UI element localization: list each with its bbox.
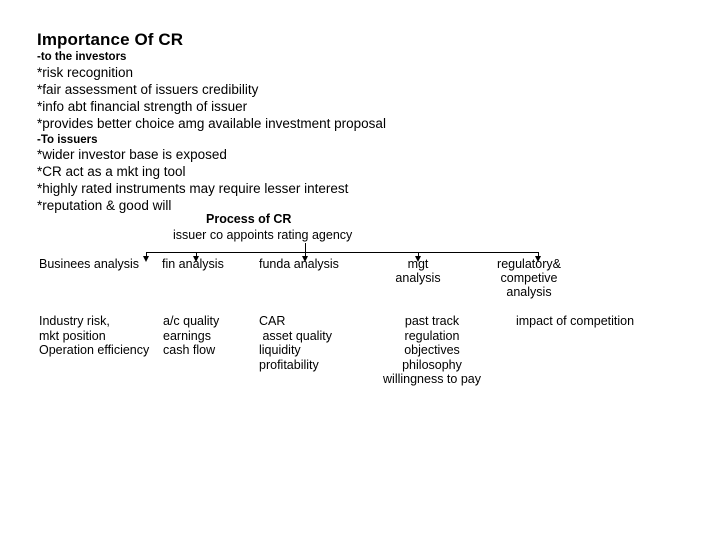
tree-arrow-icon-2 [193, 256, 199, 262]
bullet-info-financial-strength: *info abt financial strength of issuer [37, 99, 248, 114]
bullet-fair-assessment: *fair assessment of issuers credibility [37, 82, 259, 97]
tree-node-label-mgt-analysis: mgt analysis [395, 257, 441, 285]
tree-details-regulatory-analysis: impact of competition [515, 314, 635, 328]
tree-details-mgt-analysis: past track regulation objectives philoso… [383, 314, 481, 386]
tree-details-business-analysis: Industry risk, mkt position Operation ef… [39, 314, 150, 357]
page-title: Importance Of CR [37, 30, 184, 49]
bullet-risk-recognition: *risk recognition [37, 65, 134, 80]
tree-node-label-business-analysis: Businees analysis [39, 257, 140, 271]
tree-details-fin-analysis: a/c quality earnings cash flow [163, 314, 220, 357]
process-root-node: issuer co appoints rating agency [173, 228, 353, 242]
tree-branch-line-5 [538, 252, 539, 258]
process-title: Process of CR [206, 212, 292, 226]
section-heading-issuers: -To issuers [37, 134, 98, 146]
tree-arrow-icon-5 [535, 256, 541, 262]
tree-branch-line-1 [146, 252, 147, 258]
section-heading-investors: -to the investors [37, 51, 127, 63]
tree-node-label-regulatory-analysis: regulatory& competive analysis [497, 257, 561, 299]
bullet-better-choice: *provides better choice amg available in… [37, 116, 386, 131]
tree-node-label-fin-analysis: fin analysis [162, 257, 224, 271]
tree-horizontal-bar [146, 252, 539, 253]
bullet-wider-investor-base: *wider investor base is exposed [37, 147, 227, 162]
tree-details-funda-analysis: CAR asset quality liquidity profitabilit… [259, 314, 332, 372]
bullet-lesser-interest: *highly rated instruments may require le… [37, 181, 349, 196]
tree-arrow-icon-3 [302, 256, 308, 262]
tree-branch-line-3 [305, 252, 306, 258]
bullet-reputation-goodwill: *reputation & good will [37, 198, 172, 213]
tree-branch-line-4 [418, 252, 419, 258]
bullet-marketing-tool: *CR act as a mkt ing tool [37, 164, 186, 179]
tree-arrow-icon-1 [143, 256, 149, 262]
tree-root-stem [305, 243, 306, 253]
tree-arrow-icon-4 [415, 256, 421, 262]
tree-branch-line-2 [196, 252, 197, 258]
tree-node-label-funda-analysis: funda analysis [259, 257, 339, 271]
